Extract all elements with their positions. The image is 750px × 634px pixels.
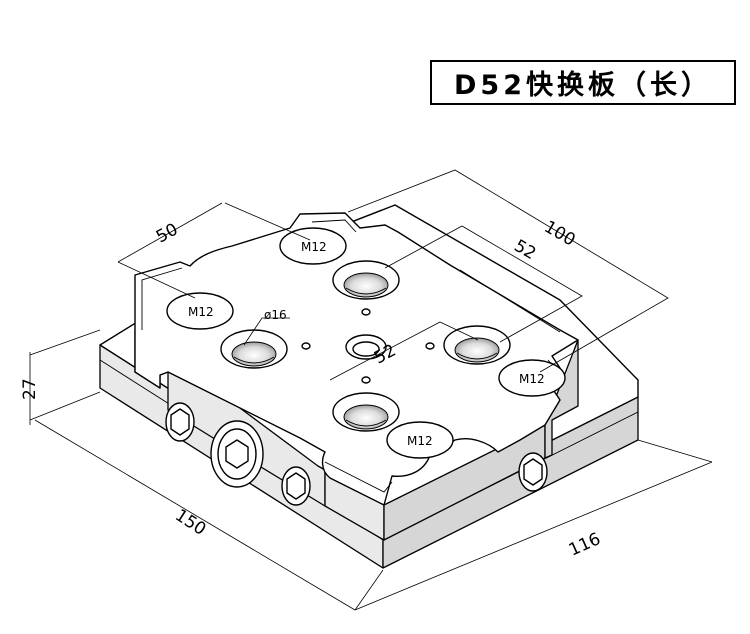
side-screws bbox=[165, 402, 548, 506]
m12-hole-right bbox=[498, 359, 566, 397]
dimensions bbox=[29, 169, 713, 611]
m12-hole-left bbox=[166, 292, 234, 330]
hex-screw-1 bbox=[165, 402, 195, 442]
dowel-hole-3 bbox=[425, 342, 435, 350]
dowel-hole-4 bbox=[361, 376, 371, 384]
dim-100: 100 bbox=[541, 217, 579, 251]
counterbore-hole-4 bbox=[332, 392, 400, 432]
counterbore-hole-1 bbox=[332, 260, 400, 300]
dim-116: 116 bbox=[566, 529, 604, 560]
dim-100-lines bbox=[347, 169, 669, 373]
hex-screw-3 bbox=[518, 452, 548, 492]
drawing-title: D52快换板（长） bbox=[454, 70, 712, 101]
dim-50-lines bbox=[117, 202, 311, 299]
dim-150: 150 bbox=[171, 505, 209, 539]
dim-52-mid-lines bbox=[329, 321, 479, 381]
dim-50: 50 bbox=[153, 220, 181, 248]
dim-27: 27 bbox=[20, 378, 40, 400]
hex-screw-2 bbox=[281, 466, 311, 506]
dim-52-top: 52 bbox=[511, 236, 540, 264]
dim-150-lines bbox=[34, 419, 384, 611]
holes bbox=[166, 227, 566, 459]
label-m12-right: M12 bbox=[519, 372, 545, 386]
counterbore-hole-3 bbox=[443, 325, 511, 365]
title-box: D52快换板（长） bbox=[430, 60, 736, 105]
large-socket-screw bbox=[210, 420, 264, 488]
center-bore-inner bbox=[352, 341, 380, 357]
label-m12-top: M12 bbox=[301, 240, 327, 254]
dowel-hole-1 bbox=[361, 308, 371, 316]
top-chamfer bbox=[141, 219, 561, 493]
label-phi16: ø16 bbox=[264, 308, 287, 322]
phi16-leader bbox=[243, 317, 290, 346]
m12-hole-top bbox=[279, 227, 347, 265]
dim-27-lines bbox=[29, 329, 101, 425]
dim-52-top-lines bbox=[384, 225, 583, 343]
top-face bbox=[134, 212, 579, 506]
top-plate bbox=[134, 212, 579, 541]
counterbore-hole-2 bbox=[220, 329, 288, 369]
m12-hole-bottom bbox=[386, 421, 454, 459]
dowel-hole-2 bbox=[301, 342, 311, 350]
label-m12-left: M12 bbox=[188, 305, 214, 319]
label-m12-bottom: M12 bbox=[407, 434, 433, 448]
dim-116-lines bbox=[354, 439, 713, 611]
